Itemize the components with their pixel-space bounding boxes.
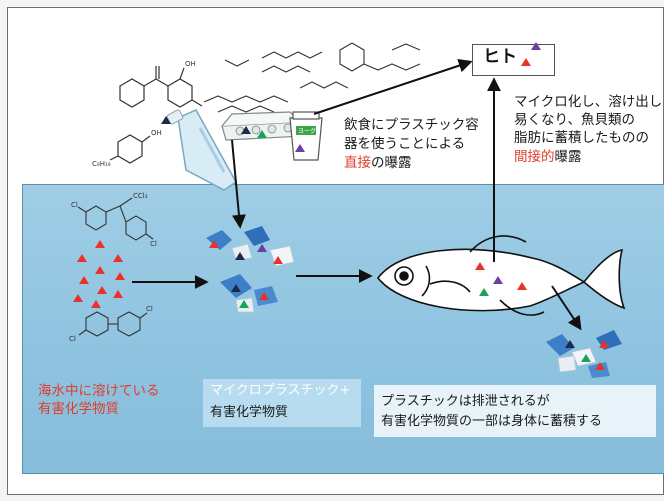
human-label: ヒト xyxy=(483,47,517,67)
microplastic-fragments xyxy=(206,226,622,378)
indirect-exposure-line3: 脂肪に蓄積したものの xyxy=(514,130,649,146)
benzophenone-structure-icon xyxy=(119,66,203,108)
seawater-chemicals-label-line1: 海水中に溶けている xyxy=(38,383,160,399)
direct-exposure-line2: 器を使うことによる xyxy=(344,136,466,152)
chemical-triangles-sea xyxy=(73,240,125,308)
excretion-label-line2: 有害化学物質の一部は身体に蓄積する xyxy=(381,414,603,429)
indirect-suffix: 曝露 xyxy=(554,149,582,165)
direct-exposure-line3: 直接の曝露 xyxy=(344,155,412,172)
excretion-label-line1: プラスチックは排泄されるが xyxy=(381,394,550,409)
cl-label-4: Cl xyxy=(146,305,153,313)
ddt-structure-icon xyxy=(77,197,154,241)
direct-emphasis: 直接 xyxy=(344,155,371,171)
cl-label-3: Cl xyxy=(69,335,76,343)
pcb-structure-icon xyxy=(78,311,148,337)
plastic-bottle-icon xyxy=(166,109,237,191)
direct-exposure-line1: 飲食にプラスチック容 xyxy=(344,117,479,133)
indirect-exposure-line4: 間接的曝露 xyxy=(514,149,582,166)
human-box xyxy=(472,44,555,76)
fish-icon xyxy=(376,235,626,316)
indirect-emphasis: 間接的 xyxy=(514,149,555,165)
yogurt-cup-label: ヨーグ xyxy=(298,127,316,135)
seawater-chemicals-label-line2: 有害化学物質 xyxy=(38,401,119,417)
direct-suffix: の曝露 xyxy=(371,155,412,171)
microplastic-label-line2: 有害化学物質 xyxy=(210,405,289,420)
indirect-exposure-line2: 易くなり、魚貝類の xyxy=(514,112,635,128)
food-tray-icon xyxy=(221,111,305,141)
microplastic-label-box xyxy=(203,379,361,427)
microplastic-label-line1: マイクロプラスチック+ xyxy=(210,383,351,398)
nonylphenol-structure-icon xyxy=(109,134,151,164)
oh-label-2: OH xyxy=(151,129,162,137)
excretion-label-box xyxy=(374,385,656,437)
cl-label-2: Cl xyxy=(150,240,157,248)
alkyl-chain-label: C₉H₁₉ xyxy=(92,160,111,168)
phthalate-structure-icon xyxy=(203,42,421,113)
cl-label-1: Cl xyxy=(71,201,78,209)
yogurt-cup-icon xyxy=(289,111,323,161)
ccl3-label: CCl₃ xyxy=(133,192,148,200)
chemical-triangles-plastic xyxy=(161,42,609,370)
oh-label-1: OH xyxy=(185,60,196,68)
indirect-exposure-line1: マイクロ化し、溶け出し xyxy=(514,94,663,110)
flow-arrows xyxy=(132,58,582,331)
